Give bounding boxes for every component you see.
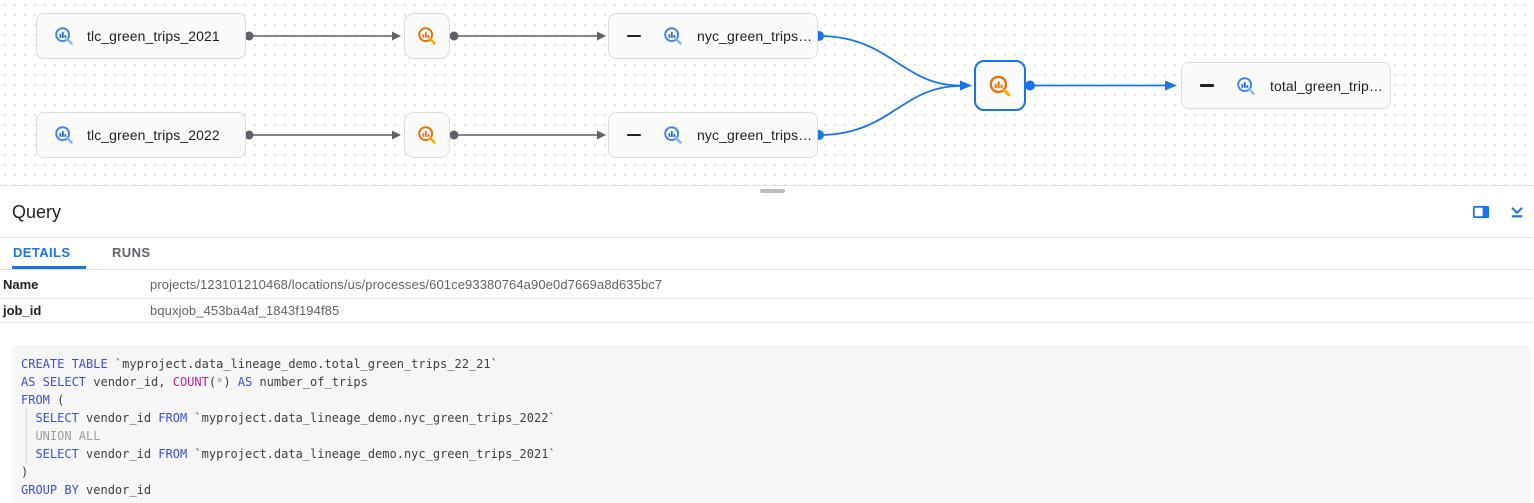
field-value: projects/123101210468/locations/us/proce… (150, 276, 663, 292)
arrowhead-blue (1165, 80, 1177, 91)
query-process-icon (418, 27, 436, 45)
field-value: bquxjob_453ba4af_1843f194f85 (150, 303, 340, 318)
bigquery-table-icon (55, 27, 73, 45)
panel-resize-handle[interactable] (760, 189, 785, 193)
collapse-panel-icon[interactable] (1508, 203, 1526, 221)
port-dot-process2 (449, 130, 459, 140)
query-process-icon (418, 126, 436, 144)
node-process-query-1[interactable] (404, 13, 450, 59)
node-label: total_green_trip… (1270, 77, 1383, 94)
details-fields: Name projects/123101210468/locations/us/… (0, 270, 1534, 323)
arrowhead (597, 31, 606, 41)
sql-code: CREATE TABLE `myproject.data_lineage_dem… (21, 357, 556, 497)
bigquery-table-icon (664, 126, 682, 144)
node-process-query-selected[interactable] (974, 60, 1026, 111)
details-panel-header: Query (0, 187, 1534, 238)
node-label: tlc_green_trips_2021 (87, 28, 220, 44)
node-process-query-2[interactable] (404, 112, 450, 158)
field-label: job_id (3, 303, 42, 318)
port-dot-selected-process (1025, 80, 1035, 91)
field-row-job-id: job_id bquxjob_453ba4af_1843f194f85 (0, 299, 1534, 323)
arrowhead (392, 130, 401, 140)
port-dot-process1 (449, 31, 459, 41)
edge-nyc2022-selected-process (818, 85, 961, 136)
node-nyc-green-trips-2021[interactable]: nyc_green_trips… (608, 13, 818, 59)
bigquery-table-icon (664, 27, 682, 45)
sql-query-block: CREATE TABLE `myproject.data_lineage_dem… (12, 345, 1530, 503)
indent-guide-line (26, 409, 27, 463)
field-row-name: Name projects/123101210468/locations/us/… (0, 270, 1534, 299)
collapse-minus-icon[interactable] (627, 34, 641, 38)
open-side-panel-icon[interactable] (1472, 203, 1490, 221)
field-label: Name (3, 276, 39, 292)
node-label: nyc_green_trips… (697, 127, 813, 143)
node-label: tlc_green_trips_2022 (87, 127, 220, 143)
lineage-graph-canvas[interactable]: tlc_green_trips_2021 tlc_green_trips_202… (0, 0, 1534, 186)
tab-details[interactable]: DETAILS (13, 245, 71, 260)
collapse-minus-icon[interactable] (627, 133, 641, 137)
active-tab-underline (12, 266, 86, 269)
node-total-green-trips[interactable]: total_green_trip… (1181, 62, 1391, 109)
edge-nyc2021-selected-process (818, 35, 961, 87)
bigquery-table-icon (55, 126, 73, 144)
collapse-minus-icon[interactable] (1200, 84, 1214, 87)
tab-runs[interactable]: RUNS (112, 245, 151, 260)
arrowhead (392, 31, 401, 41)
node-nyc-green-trips-2022[interactable]: nyc_green_trips… (608, 112, 818, 158)
panel-tabbar: DETAILS RUNS (0, 238, 1534, 270)
bigquery-table-icon (1237, 76, 1255, 95)
arrowhead (597, 130, 606, 140)
node-tlc-green-trips-2022[interactable]: tlc_green_trips_2022 (36, 112, 246, 158)
node-tlc-green-trips-2021[interactable]: tlc_green_trips_2021 (36, 13, 246, 59)
arrowhead-blue (960, 80, 972, 91)
query-process-icon (989, 75, 1011, 96)
node-label: nyc_green_trips… (697, 28, 813, 44)
panel-title: Query (12, 202, 62, 222)
